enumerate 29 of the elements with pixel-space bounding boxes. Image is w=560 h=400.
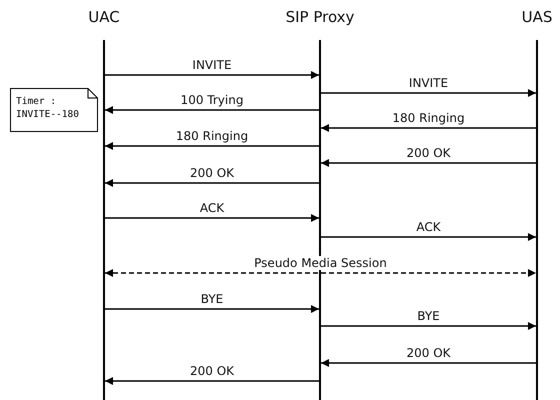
message-arrow [105, 71, 319, 79]
message-arrow [321, 322, 536, 330]
message-arrow [105, 179, 319, 187]
edge-label: 200 OK [188, 166, 236, 180]
message-arrow [105, 106, 319, 114]
message-arrow [321, 124, 536, 132]
participant-label: SIP Proxy [284, 8, 356, 26]
edge-label: 100 Trying [178, 93, 246, 107]
edge-label: Pseudo Media Session [252, 256, 389, 270]
edge-label: BYE [415, 309, 442, 323]
message-arrow [105, 377, 319, 385]
edge-label: 200 OK [404, 146, 453, 160]
edge-label: ACK [414, 220, 443, 234]
edge-label: BYE [198, 292, 226, 306]
message-arrow [105, 305, 319, 313]
message-arrow [105, 214, 319, 222]
message-arrow [105, 269, 536, 277]
message-arrow [321, 159, 536, 167]
participant-label: UAS [520, 8, 554, 26]
message-arrow [321, 89, 536, 97]
edge-label: 200 OK [188, 364, 236, 378]
participant-label: UAC [87, 8, 121, 26]
message-arrow [105, 142, 319, 150]
edge-label: 200 OK [404, 346, 453, 360]
message-arrow [321, 359, 536, 367]
edge-label: ACK [198, 201, 226, 215]
message-arrow [321, 233, 536, 241]
note-text: Timer : INVITE--180 [16, 95, 80, 121]
note [10, 88, 98, 132]
